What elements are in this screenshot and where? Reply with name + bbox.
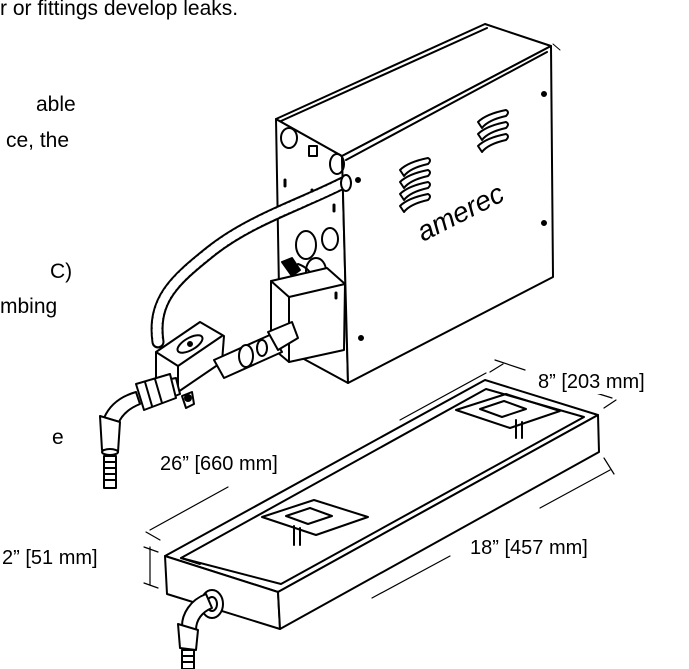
manual-text-line-4: C): [50, 260, 73, 283]
dimension-height-label: 2” [51 mm]: [0, 546, 100, 570]
drain-elbow-upper: [100, 392, 140, 488]
front-hole-left: [281, 128, 297, 148]
vent-group-right: [478, 110, 508, 152]
manual-text-line-2: able: [36, 93, 76, 116]
valve-assembly: [136, 322, 298, 410]
drip-pan: [165, 380, 599, 629]
vent-group-left: [400, 158, 430, 212]
front-hole-middle: [322, 228, 338, 250]
manual-text-line-3: ce, the: [6, 129, 70, 152]
dimension-depth-label: 8” [203 mm]: [536, 370, 647, 394]
pan-brace-2: [456, 394, 560, 438]
pan-brace-1: [262, 500, 368, 545]
steam-generator-unit: amerec: [271, 24, 560, 383]
manual-text-line-6: e: [52, 426, 64, 449]
front-hole-right: [330, 154, 344, 174]
dimension-length-label: 26” [660 mm]: [158, 452, 280, 476]
pan-drain-elbow: [178, 590, 223, 669]
manual-text-line-1: r or fittings develop leaks.: [0, 0, 239, 20]
flexible-hose: [157, 175, 351, 342]
manual-text-line-5: mbing: [0, 295, 58, 318]
dimension-inner-length-label: 18” [457 mm]: [468, 536, 590, 560]
pan-right-side: [278, 415, 599, 629]
